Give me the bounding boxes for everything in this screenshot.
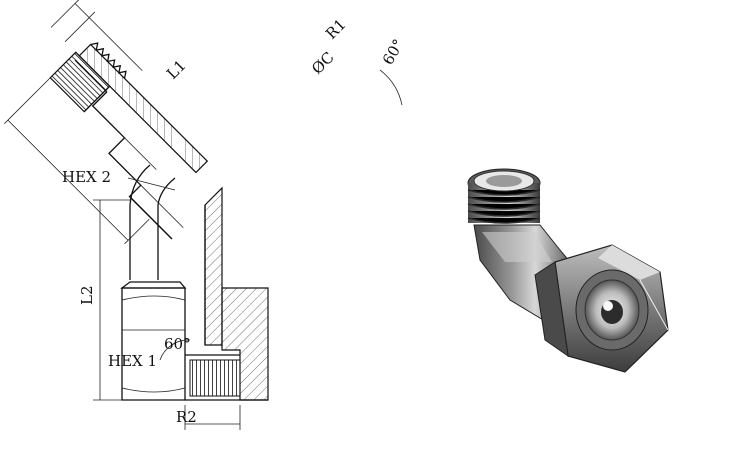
label-phi-c: ØC — [308, 48, 338, 78]
nut-thread — [189, 359, 241, 397]
label-hex2: HEX 2 — [62, 168, 111, 186]
angle-arc-bottom — [159, 339, 191, 361]
label-l2: L2 — [78, 285, 96, 305]
angle-arc-top — [379, 69, 403, 106]
label-angle-bottom: 60° — [164, 335, 191, 353]
label-l1: L1 — [163, 56, 190, 83]
label-r2: R2 — [176, 408, 197, 426]
fitting-section-drawing: L1 R1 ØC 60° HEX 2 L2 HEX 1 60° R2 — [4, 0, 408, 430]
bend-left — [129, 164, 151, 206]
fitting-3d-render — [467, 168, 669, 373]
sectioned-wall — [204, 186, 223, 346]
bend-right — [157, 177, 176, 206]
hex2-leader — [127, 177, 176, 191]
label-hex1: HEX 1 — [108, 352, 157, 370]
label-angle-top: 60° — [379, 36, 408, 68]
lower-body-outline — [129, 205, 159, 280]
label-r1: R1 — [322, 15, 349, 42]
angled-leg — [4, 0, 209, 245]
